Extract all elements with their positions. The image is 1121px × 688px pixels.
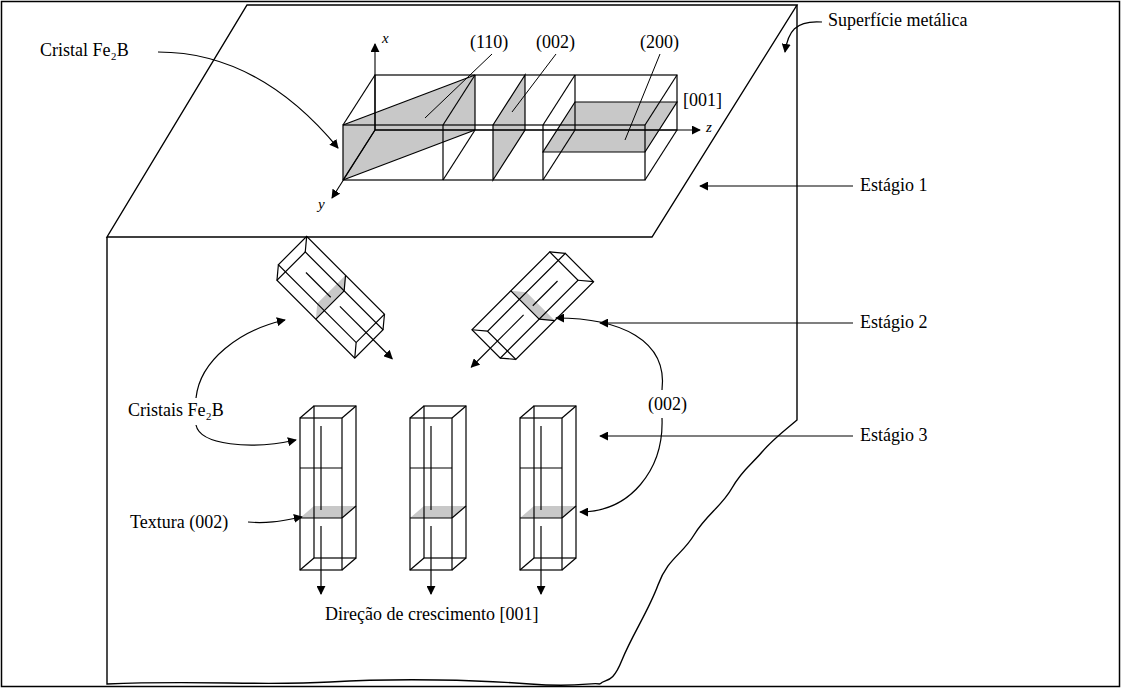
plane-label: (002): [536, 32, 575, 53]
direction-label: [001]: [683, 90, 722, 111]
callout-arrows: [158, 22, 853, 523]
axis-label: x: [382, 30, 389, 47]
axis-label: y: [318, 196, 325, 213]
plane-label: (002): [648, 394, 687, 415]
texture-label: Textura (002): [130, 512, 228, 533]
stage-label: Estágio 3: [860, 425, 928, 446]
surface-crystal: [332, 44, 700, 198]
plane-label: (200): [640, 32, 679, 53]
tilted-crystals: [270, 236, 594, 385]
surface-label: Superfície metálica: [828, 10, 967, 31]
metal-block: [107, 5, 797, 685]
stage-label: Estágio 2: [860, 312, 928, 333]
axis-label: z: [706, 119, 712, 136]
axes: [332, 44, 700, 198]
leader-lines: [425, 54, 660, 140]
growth-direction-label: Direção de crescimento [001]: [325, 604, 538, 625]
stage-label: Estágio 1: [860, 175, 928, 196]
plane-label: (110): [470, 32, 508, 53]
textured-crystals: [300, 406, 576, 594]
crystals-label: Cristais Fe₂B: [128, 400, 224, 421]
crystal-label: Cristal Fe₂B: [40, 40, 129, 61]
